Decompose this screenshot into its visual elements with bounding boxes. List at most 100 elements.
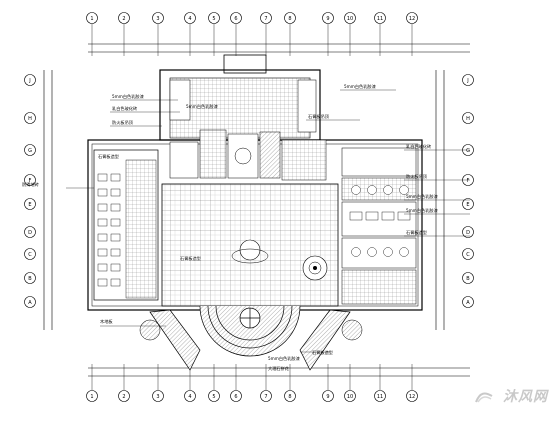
bottom-axis-label: 4 [188, 394, 191, 400]
left-axis-circle [24, 198, 36, 210]
note-left-5: 防滑地砖 [22, 181, 39, 188]
right-axis-circle [462, 74, 474, 86]
desk [110, 188, 121, 197]
left-axis-1: H [24, 112, 36, 124]
right-axis-circle [462, 272, 474, 284]
left-axis-circle [24, 272, 36, 284]
bottom-axis-circle [230, 390, 242, 402]
bottom-axis-label: 5 [212, 394, 215, 400]
left-axis-4: E [24, 198, 36, 210]
watermark: 沐风网 [475, 386, 548, 406]
right-axis-label: J [466, 78, 468, 84]
note-right-2: 石膏板吊顶 [308, 113, 330, 120]
top-axis-0: 1 [86, 12, 98, 24]
desk [110, 218, 121, 227]
annotation-texts: 5mm白色乳胶漆 乳白色玻化砖 防火板吊顶 石膏板造型 防滑地砖 木地板 5mm… [22, 83, 438, 372]
bottom-axis-0: 1 [86, 390, 98, 402]
bottom-note-2: 大理石拼花 [268, 365, 289, 372]
bottom-axis-circle [86, 390, 98, 402]
top-axis-7: 8 [284, 12, 296, 24]
top-axis-label: 10 [347, 16, 353, 22]
right-axis-label: F [467, 178, 470, 184]
top-axis-label: 7 [264, 16, 267, 22]
desk [97, 248, 108, 257]
top-axis-label: 8 [288, 16, 291, 22]
top-axis-circle [230, 12, 242, 24]
note-right-7: 石膏板造型 [406, 229, 427, 236]
top-axis-circle [118, 12, 130, 24]
dining-table [365, 211, 379, 221]
dining-table [381, 211, 395, 221]
top-axis-circle [152, 12, 164, 24]
note-right-5: 5mm白色乳胶漆 [406, 193, 438, 200]
dining-table [349, 211, 363, 221]
note-right-4: 防火板吊顶 [406, 173, 428, 180]
desk [97, 233, 108, 242]
bottom-axis-circle [152, 390, 164, 402]
left-axis-label: J [28, 78, 30, 84]
top-axis-circle [86, 12, 98, 24]
top-axis-circle [208, 12, 220, 24]
right-axis-circle [462, 296, 474, 308]
left-axis-label: D [28, 230, 32, 236]
top-axis-5: 6 [230, 12, 242, 24]
top-axis-label: 3 [156, 16, 159, 22]
right-wing-rooms [341, 147, 417, 305]
note-leaders [66, 89, 470, 353]
top-axis-circle [284, 12, 296, 24]
top-axis-circle [374, 12, 386, 24]
right-axis-circle [462, 226, 474, 238]
top-axis-label: 4 [188, 16, 191, 22]
left-axis-0: J [24, 74, 36, 86]
desk [110, 203, 121, 212]
round-table [351, 247, 361, 257]
right-axis-label: H [466, 116, 470, 122]
left-axis-circle [24, 74, 36, 86]
right-axis-0: J [462, 74, 474, 86]
bottom-axis-6: 7 [260, 390, 272, 402]
entrance-stairs [149, 305, 351, 371]
note-right-6: 5mm白色乳胶漆 [406, 207, 438, 214]
left-axis-label: G [28, 148, 32, 154]
desk [97, 278, 108, 287]
bottom-axis-circle [184, 390, 196, 402]
right-axis-label: D [466, 230, 470, 236]
left-axis-circle [24, 226, 36, 238]
bottom-axis-3: 4 [184, 390, 196, 402]
top-axis-11: 12 [406, 12, 418, 24]
bottom-axis-label: 10 [347, 394, 353, 400]
note-right-1: 5mm白色乳胶漆 [344, 83, 376, 90]
right-axis-label: A [466, 300, 470, 306]
bottom-axis-11: 12 [406, 390, 418, 402]
right-axis-8: A [462, 296, 474, 308]
desk [97, 263, 108, 272]
round-table [351, 185, 361, 195]
right-axis-circle [462, 248, 474, 260]
bottom-axis-label: 12 [409, 394, 415, 400]
bottom-axis-circle [322, 390, 334, 402]
watermark-text: 沐风网 [503, 389, 548, 405]
left-axis-7: B [24, 272, 36, 284]
top-axis-3: 4 [184, 12, 196, 24]
bottom-axis-8: 9 [322, 390, 334, 402]
left-axis-label: C [28, 252, 32, 258]
corner-ornaments [139, 319, 363, 341]
bottom-axis-5: 6 [230, 390, 242, 402]
round-table [399, 185, 409, 195]
bottom-axis-9: 10 [344, 390, 356, 402]
top-axis-circle [322, 12, 334, 24]
bottom-axis-circle [406, 390, 418, 402]
left-axis-circle [24, 296, 36, 308]
bottom-axis-label: 2 [122, 394, 125, 400]
bottom-axis-label: 11 [377, 394, 383, 400]
right-axis-4: E [462, 198, 474, 210]
right-axis-5: D [462, 226, 474, 238]
bottom-axis-circle [344, 390, 356, 402]
bottom-note-3: 石膏板造型 [312, 349, 333, 356]
bottom-axis-circle [284, 390, 296, 402]
note-left-6: 木地板 [100, 318, 113, 325]
left-axis-label: A [28, 300, 32, 306]
top-axis-circle [184, 12, 196, 24]
